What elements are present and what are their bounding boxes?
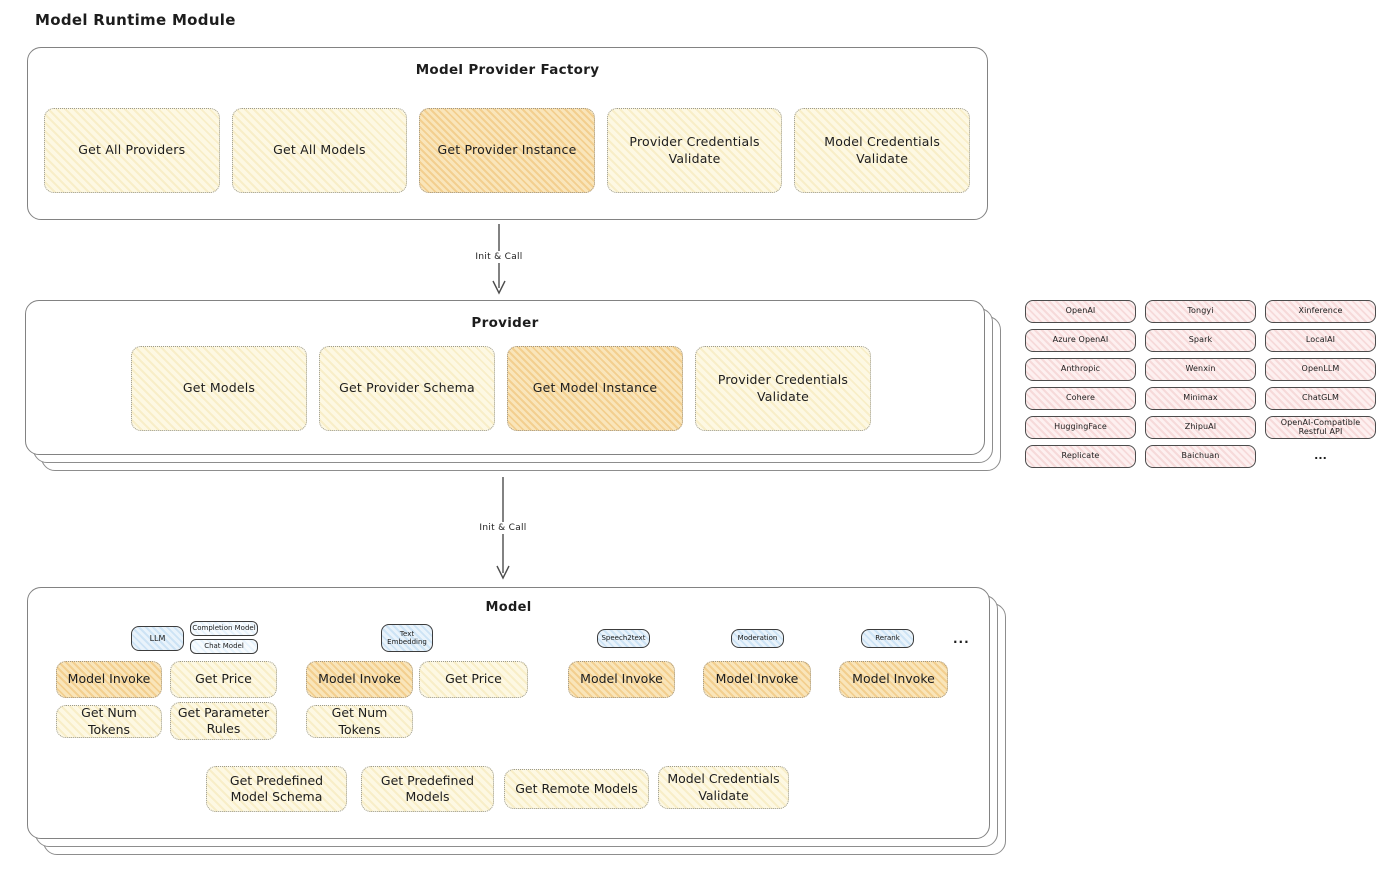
badge-moderation: Moderation [731, 629, 784, 648]
provider-chip-baichuan: Baichuan [1145, 445, 1256, 468]
node-get-provider-instance: Get Provider Instance [419, 108, 595, 193]
node-get-price-llm: Get Price [170, 661, 277, 698]
provider-chip-cohere: Cohere [1025, 387, 1136, 410]
badge-speech2text: Speech2text [597, 629, 650, 648]
node-get-models: Get Models [131, 346, 307, 431]
provider-chip-zhipuai: ZhipuAI [1145, 416, 1256, 439]
model-title: Model [485, 600, 532, 615]
arrow2-label: Init & Call [476, 522, 530, 534]
provider-title: Provider [471, 315, 539, 331]
model-container: Model LLM Completion Model Chat Model Te… [27, 587, 990, 839]
node-model-credentials-validate: Model Credentials Validate [794, 108, 970, 193]
node-get-num-tokens-text-embedding: Get Num Tokens [306, 705, 413, 738]
provider-chip-huggingface: HuggingFace [1025, 416, 1136, 439]
badge-more-ellipsis: ... [953, 632, 970, 646]
node-get-remote-models: Get Remote Models [504, 769, 649, 809]
node-get-parameter-rules: Get Parameter Rules [170, 702, 277, 740]
provider-chip-openllm: OpenLLM [1265, 358, 1376, 381]
provider-chip-azure-openai: Azure OpenAI [1025, 329, 1136, 352]
provider-chip-openai: OpenAI [1025, 300, 1136, 323]
provider-chip-tongyi: Tongyi [1145, 300, 1256, 323]
node-get-predefined-models: Get Predefined Models [361, 766, 494, 812]
node-model-invoke-rerank: Model Invoke [839, 661, 948, 698]
node-get-all-providers: Get All Providers [44, 108, 220, 193]
provider-chip-anthropic: Anthropic [1025, 358, 1136, 381]
node-get-num-tokens-llm: Get Num Tokens [56, 705, 162, 738]
arrow1-label: Init & Call [472, 251, 526, 263]
node-get-all-models: Get All Models [231, 108, 408, 193]
page-title: Model Runtime Module [35, 11, 236, 29]
provider-chip-replicate: Replicate [1025, 445, 1136, 468]
node-model-invoke-llm: Model Invoke [56, 661, 162, 698]
node-get-price-text-embedding: Get Price [419, 661, 528, 698]
node-model-invoke-speech2text: Model Invoke [568, 661, 675, 698]
provider-container: Provider Get Models Get Provider Schema … [25, 300, 985, 455]
provider-chip-spark: Spark [1145, 329, 1256, 352]
factory-title: Model Provider Factory [415, 62, 600, 78]
badge-text-embedding: Text Embedding [381, 624, 433, 652]
providers-grid: OpenAI Tongyi Xinference Azure OpenAI Sp… [1025, 300, 1376, 468]
node-model-invoke-moderation: Model Invoke [703, 661, 811, 698]
node-get-predefined-model-schema: Get Predefined Model Schema [206, 766, 347, 812]
node-provider-credentials-validate-2: Provider Credentials Validate [695, 346, 871, 431]
node-model-credentials-validate-2: Model Credentials Validate [658, 766, 789, 809]
factory-container: Model Provider Factory Get All Providers… [27, 47, 988, 220]
provider-chip-openai-compatible: OpenAI-Compatible Restful API [1265, 416, 1376, 439]
provider-chip-xinference: Xinference [1265, 300, 1376, 323]
badge-chat-model: Chat Model [190, 639, 258, 654]
badge-rerank: Rerank [861, 629, 914, 648]
badge-llm: LLM [131, 626, 184, 651]
provider-chip-ellipsis: ... [1314, 449, 1327, 463]
factory-box-row: Get All Providers Get All Models Get Pro… [44, 108, 970, 193]
node-provider-credentials-validate: Provider Credentials Validate [606, 108, 783, 193]
node-model-invoke-text-embedding: Model Invoke [306, 661, 413, 698]
provider-chip-wenxin: Wenxin [1145, 358, 1256, 381]
provider-box-row: Get Models Get Provider Schema Get Model… [131, 346, 871, 431]
node-get-model-instance: Get Model Instance [507, 346, 683, 431]
provider-chip-localai: LocalAI [1265, 329, 1376, 352]
provider-chip-minimax: Minimax [1145, 387, 1256, 410]
provider-chip-chatglm: ChatGLM [1265, 387, 1376, 410]
node-get-provider-schema: Get Provider Schema [319, 346, 495, 431]
badge-completion-model: Completion Model [190, 621, 258, 636]
